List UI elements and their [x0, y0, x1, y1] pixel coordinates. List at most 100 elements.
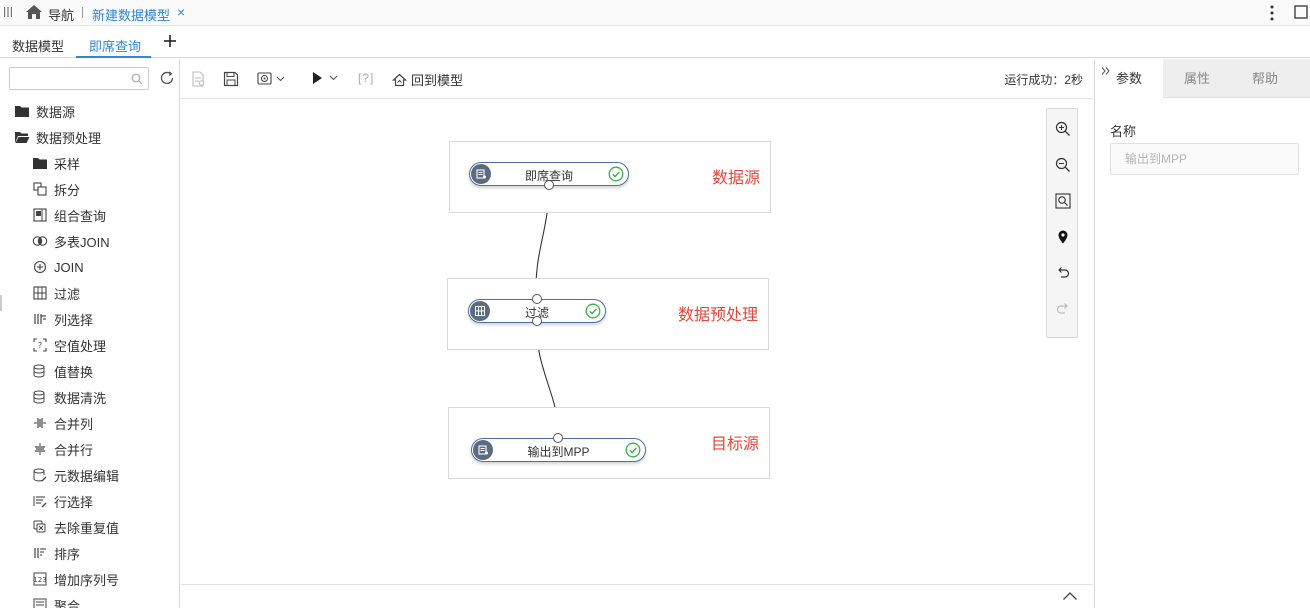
tree-item-label: 数据预处理 — [36, 130, 102, 146]
success-check-icon — [608, 166, 624, 182]
tree-item-value-replace[interactable]: 值替换 — [32, 362, 93, 380]
tree-item-label: 增加序列号 — [54, 572, 120, 588]
new-doc-icon[interactable] — [190, 71, 206, 87]
tree-item-split[interactable]: 拆分 — [32, 180, 80, 198]
search-input[interactable] — [10, 68, 128, 89]
left-splitter-handle[interactable] — [0, 295, 2, 311]
value-replace-icon — [32, 363, 48, 379]
save-icon[interactable] — [223, 71, 239, 87]
row-select-icon — [32, 493, 48, 509]
merge-column-icon — [32, 415, 48, 431]
home-icon[interactable] — [25, 4, 43, 20]
input-port[interactable] — [553, 433, 563, 443]
fit-icon[interactable] — [1055, 193, 1071, 209]
zoom-out-icon[interactable] — [1055, 157, 1071, 173]
nav-label[interactable]: 导航 — [48, 8, 75, 23]
folder-open-icon — [14, 129, 30, 145]
tree-item-label: 聚合 — [54, 598, 81, 608]
name-field[interactable]: 输出到MPP — [1110, 143, 1299, 175]
tree-item-dedupe[interactable]: 去除重复值 — [32, 518, 119, 536]
node-label: 过滤 — [524, 306, 549, 320]
tree-item-label: 拆分 — [54, 182, 81, 198]
collapse-panel-icon[interactable] — [1101, 66, 1111, 76]
tree-item-label: 过滤 — [54, 286, 81, 302]
divider — [82, 7, 83, 18]
more-vertical-icon[interactable] — [1268, 4, 1276, 22]
tree-item-aggregate[interactable]: 聚合 — [32, 596, 80, 608]
maximize-icon[interactable] — [1294, 5, 1308, 19]
tree-item-label: 空值处理 — [54, 338, 107, 354]
sub-tab-bar: 数据模型 即席查询 — [0, 26, 1310, 58]
tree-item-label: 值替换 — [54, 364, 94, 380]
node-db-icon — [473, 440, 493, 460]
properties-tabs: 参数 属性 帮助 — [1095, 59, 1310, 99]
tab-help[interactable]: 帮助 — [1251, 71, 1278, 86]
back-to-model-button[interactable]: 回到模型 — [392, 70, 463, 89]
tree-item-serial-number[interactable]: 123 增加序列号 — [32, 570, 119, 588]
tree-item-data-source[interactable]: 数据源 — [14, 102, 75, 120]
group-preprocessing[interactable]: 数据预处理 过滤 — [447, 278, 769, 350]
tree-item-label: 数据清洗 — [54, 390, 107, 406]
back-home-icon — [392, 73, 407, 86]
tree-item-row-select[interactable]: 行选择 — [32, 492, 93, 510]
tab-params[interactable]: 参数 — [1095, 59, 1163, 99]
search-icon[interactable] — [131, 73, 143, 85]
undo-icon[interactable] — [1055, 265, 1071, 281]
data-clean-icon — [32, 389, 48, 405]
output-port[interactable] — [544, 180, 554, 190]
success-check-icon — [625, 442, 641, 458]
node-label: 即席查询 — [524, 169, 573, 183]
menu-icon[interactable] — [3, 5, 13, 19]
tab-data-model[interactable]: 数据模型 — [12, 39, 65, 54]
tree-item-null-handling[interactable]: ? 空值处理 — [32, 336, 106, 354]
tree-item-merge-row[interactable]: 合并行 — [32, 440, 93, 458]
tree-item-data-clean[interactable]: 数据清洗 — [32, 388, 106, 406]
tree-item-multi-join[interactable]: 多表JOIN — [32, 232, 110, 250]
input-port[interactable] — [532, 294, 542, 304]
tree-item-sort[interactable]: 排序 — [32, 544, 80, 562]
tree-item-metadata-edit[interactable]: 元数据编辑 — [32, 466, 119, 484]
tab-new-data-model[interactable]: 新建数据模型 — [92, 8, 171, 23]
add-tab-icon[interactable] — [163, 34, 177, 48]
tree-item-join[interactable]: JOIN — [32, 258, 84, 276]
svg-text:123: 123 — [33, 576, 46, 584]
preview-menu-icon[interactable] — [257, 71, 285, 87]
tree-item-combined-query[interactable]: 组合查询 — [32, 206, 106, 224]
join-icon — [32, 259, 48, 275]
help-bracket-icon[interactable]: [?] — [358, 71, 375, 85]
node-label: 输出到MPP — [527, 445, 590, 459]
chevron-up-icon[interactable] — [1062, 591, 1078, 601]
tab-attributes[interactable]: 属性 — [1183, 71, 1210, 86]
tree-item-sampling[interactable]: 采样 — [32, 154, 80, 172]
run-icon[interactable] — [311, 71, 338, 85]
tree-item-label: JOIN — [54, 259, 84, 275]
tree-item-preprocessing[interactable]: 数据预处理 — [14, 128, 101, 146]
tree-item-column-select[interactable]: 列选择 — [32, 310, 93, 328]
tree-item-label: 合并行 — [54, 442, 94, 458]
output-port[interactable] — [532, 316, 542, 326]
combine-query-icon — [32, 207, 48, 223]
aggregate-icon — [32, 597, 48, 608]
tree-item-label: 排序 — [54, 546, 81, 562]
tree-item-filter[interactable]: 过滤 — [32, 284, 80, 302]
run-status-text: 运行成功：2秒 — [1004, 73, 1083, 87]
refresh-icon[interactable] — [159, 70, 175, 86]
tree-item-label: 列选择 — [54, 312, 94, 328]
zoom-in-icon[interactable] — [1055, 121, 1071, 137]
tab-ad-hoc-query[interactable]: 即席查询 — [89, 39, 142, 54]
redo-icon[interactable] — [1055, 301, 1071, 317]
group-target-source[interactable]: 目标源 输出到MPP — [448, 407, 770, 479]
tree-item-label: 采样 — [54, 156, 81, 172]
tree-item-label: 去除重复值 — [54, 520, 120, 536]
active-tab-indicator — [76, 56, 151, 58]
null-handling-icon: ? — [32, 337, 48, 353]
title-bar: 导航 新建数据模型 × — [0, 0, 1310, 26]
tree-item-merge-column[interactable]: 合并列 — [32, 414, 93, 432]
close-tab-icon[interactable]: × — [177, 4, 186, 20]
group-data-source[interactable]: 数据源 即席查询 — [449, 141, 771, 213]
name-label: 名称 — [1110, 124, 1137, 139]
tree-item-label: 行选择 — [54, 494, 94, 510]
node-db-icon — [471, 164, 491, 184]
locate-icon[interactable] — [1055, 229, 1071, 245]
flow-canvas[interactable]: 数据源 即席查询 数据预处理 过滤 目标源 输出到MPP — [181, 100, 1093, 584]
